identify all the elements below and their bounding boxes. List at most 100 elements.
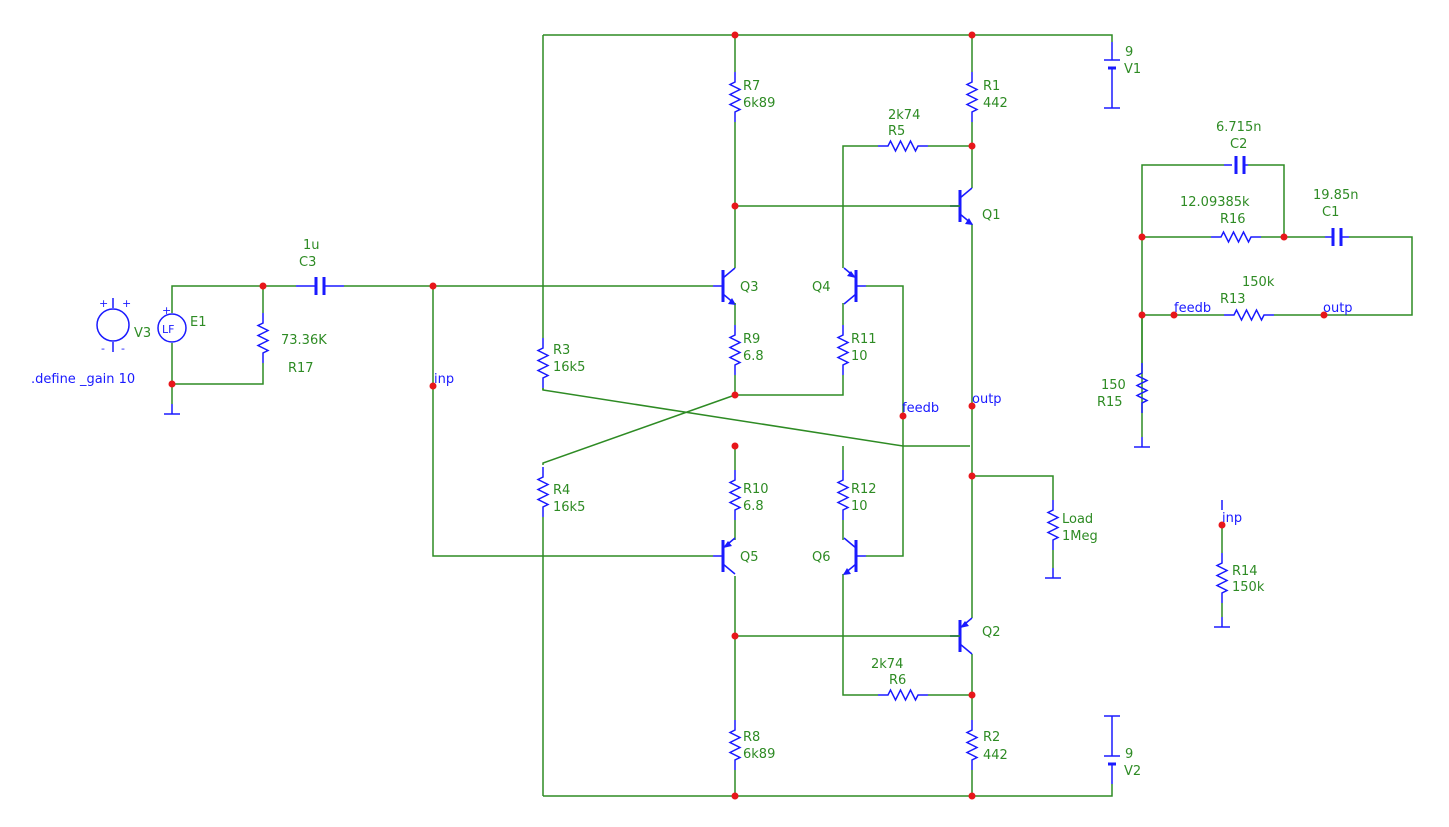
r8-resistor[interactable]	[729, 719, 741, 771]
r6-label: R6	[889, 673, 906, 688]
v1-value: 9	[1125, 45, 1133, 60]
r8-label: R8	[743, 730, 760, 745]
r5-label: R5	[888, 124, 905, 139]
spice-directive[interactable]: .define _gain 10	[31, 372, 135, 387]
r16-value: 12.09385k	[1180, 195, 1250, 210]
c3-capacitor[interactable]	[296, 275, 344, 297]
c2-value: 6.715n	[1216, 120, 1261, 135]
r9-resistor[interactable]	[729, 324, 741, 376]
load-label: Load	[1062, 512, 1093, 527]
r8-value: 6k89	[743, 747, 775, 762]
net-label-inp[interactable]: inp	[434, 372, 454, 387]
r17-resistor[interactable]	[257, 312, 269, 364]
svg-text:+: +	[122, 297, 131, 310]
v1-battery[interactable]	[1104, 42, 1120, 109]
r10-label: R10	[743, 482, 769, 497]
r14-value: 150k	[1232, 580, 1265, 595]
r2-label: R2	[983, 730, 1000, 745]
r7-label: R7	[743, 79, 760, 94]
q6-transistor[interactable]	[841, 536, 868, 577]
r2-resistor[interactable]	[966, 719, 978, 771]
svg-text:+: +	[99, 297, 108, 310]
svg-text:-: -	[101, 342, 105, 355]
net-label-outp-2[interactable]: outp	[1323, 301, 1353, 316]
q6-label: Q6	[812, 550, 831, 565]
r15-label: R15	[1097, 395, 1123, 410]
junction-dots	[168, 31, 1328, 800]
c3-value: 1u	[303, 238, 320, 253]
net-label-feedb[interactable]: feedb	[902, 401, 939, 416]
r12-label: R12	[851, 482, 877, 497]
c1-value: 19.85n	[1313, 188, 1358, 203]
net-label-outp[interactable]: outp	[972, 392, 1002, 407]
r15-resistor[interactable]	[1136, 362, 1148, 414]
c3-label: C3	[299, 255, 316, 270]
q1-label: Q1	[982, 208, 1001, 223]
r9-label: R9	[743, 332, 760, 347]
r11-label: R11	[851, 332, 877, 347]
r16-resistor[interactable]	[1210, 231, 1262, 243]
r16-label: R16	[1220, 212, 1246, 227]
r9-value: 6.8	[743, 349, 764, 364]
net-label-inp-2[interactable]: inp	[1222, 511, 1242, 526]
r3-value: 16k5	[553, 360, 585, 375]
v2-value: 9	[1125, 747, 1133, 762]
r3-label: R3	[553, 343, 570, 358]
c1-label: C1	[1322, 205, 1339, 220]
c1-capacitor[interactable]	[1325, 226, 1349, 248]
r7-value: 6k89	[743, 96, 775, 111]
svg-text:-: -	[121, 342, 125, 355]
r6-resistor[interactable]	[877, 689, 929, 701]
svg-text:LF: LF	[162, 323, 174, 336]
r17-label: R17	[288, 361, 314, 376]
r7-resistor[interactable]	[729, 71, 741, 123]
r13-label: R13	[1220, 292, 1246, 307]
q3-transistor[interactable]	[711, 266, 738, 307]
r13-resistor[interactable]	[1223, 309, 1275, 321]
v3-voltage-source[interactable]: + + - -	[96, 297, 131, 355]
r5-value: 2k74	[888, 108, 920, 123]
c2-label: C2	[1230, 137, 1247, 152]
r11-resistor[interactable]	[837, 324, 849, 376]
r12-value: 10	[851, 499, 868, 514]
v1-label: V1	[1124, 62, 1141, 77]
load-value: 1Meg	[1062, 529, 1098, 544]
r1-label: R1	[983, 79, 1000, 94]
r4-label: R4	[553, 483, 570, 498]
ground-icon	[1213, 616, 1231, 628]
r14-label: R14	[1232, 564, 1258, 579]
v3-label: V3	[134, 326, 151, 341]
ground-icon	[163, 403, 181, 415]
r1-value: 442	[983, 96, 1008, 111]
load-resistor[interactable]	[1047, 499, 1059, 551]
e1-source[interactable]: LF +	[157, 304, 187, 343]
q5-label: Q5	[740, 550, 759, 565]
r13-value: 150k	[1242, 275, 1275, 290]
r12-resistor[interactable]	[837, 469, 849, 521]
r5-resistor[interactable]	[877, 140, 929, 152]
svg-text:+: +	[162, 304, 171, 317]
r10-resistor[interactable]	[729, 469, 741, 521]
ground-icon	[1044, 567, 1062, 579]
r1-resistor[interactable]	[966, 71, 978, 123]
r17-value: 73.36K	[281, 333, 327, 348]
q3-label: Q3	[740, 280, 759, 295]
r10-value: 6.8	[743, 499, 764, 514]
r2-value: 442	[983, 748, 1008, 763]
net-label-feedb-2[interactable]: feedb	[1174, 301, 1211, 316]
v2-battery[interactable]	[1104, 715, 1120, 784]
wires	[171, 34, 1413, 797]
r15-value: 150	[1101, 378, 1126, 393]
c2-capacitor[interactable]	[1224, 154, 1248, 176]
q5-transistor[interactable]	[711, 536, 737, 576]
r6-value: 2k74	[871, 657, 903, 672]
r11-value: 10	[851, 349, 868, 364]
q4-transistor[interactable]	[842, 266, 868, 306]
r3-resistor[interactable]	[537, 337, 549, 389]
e1-label: E1	[190, 315, 207, 330]
q2-label: Q2	[982, 625, 1001, 640]
r4-resistor[interactable]	[537, 466, 549, 518]
r14-resistor[interactable]	[1216, 552, 1228, 604]
r4-value: 16k5	[553, 500, 585, 515]
